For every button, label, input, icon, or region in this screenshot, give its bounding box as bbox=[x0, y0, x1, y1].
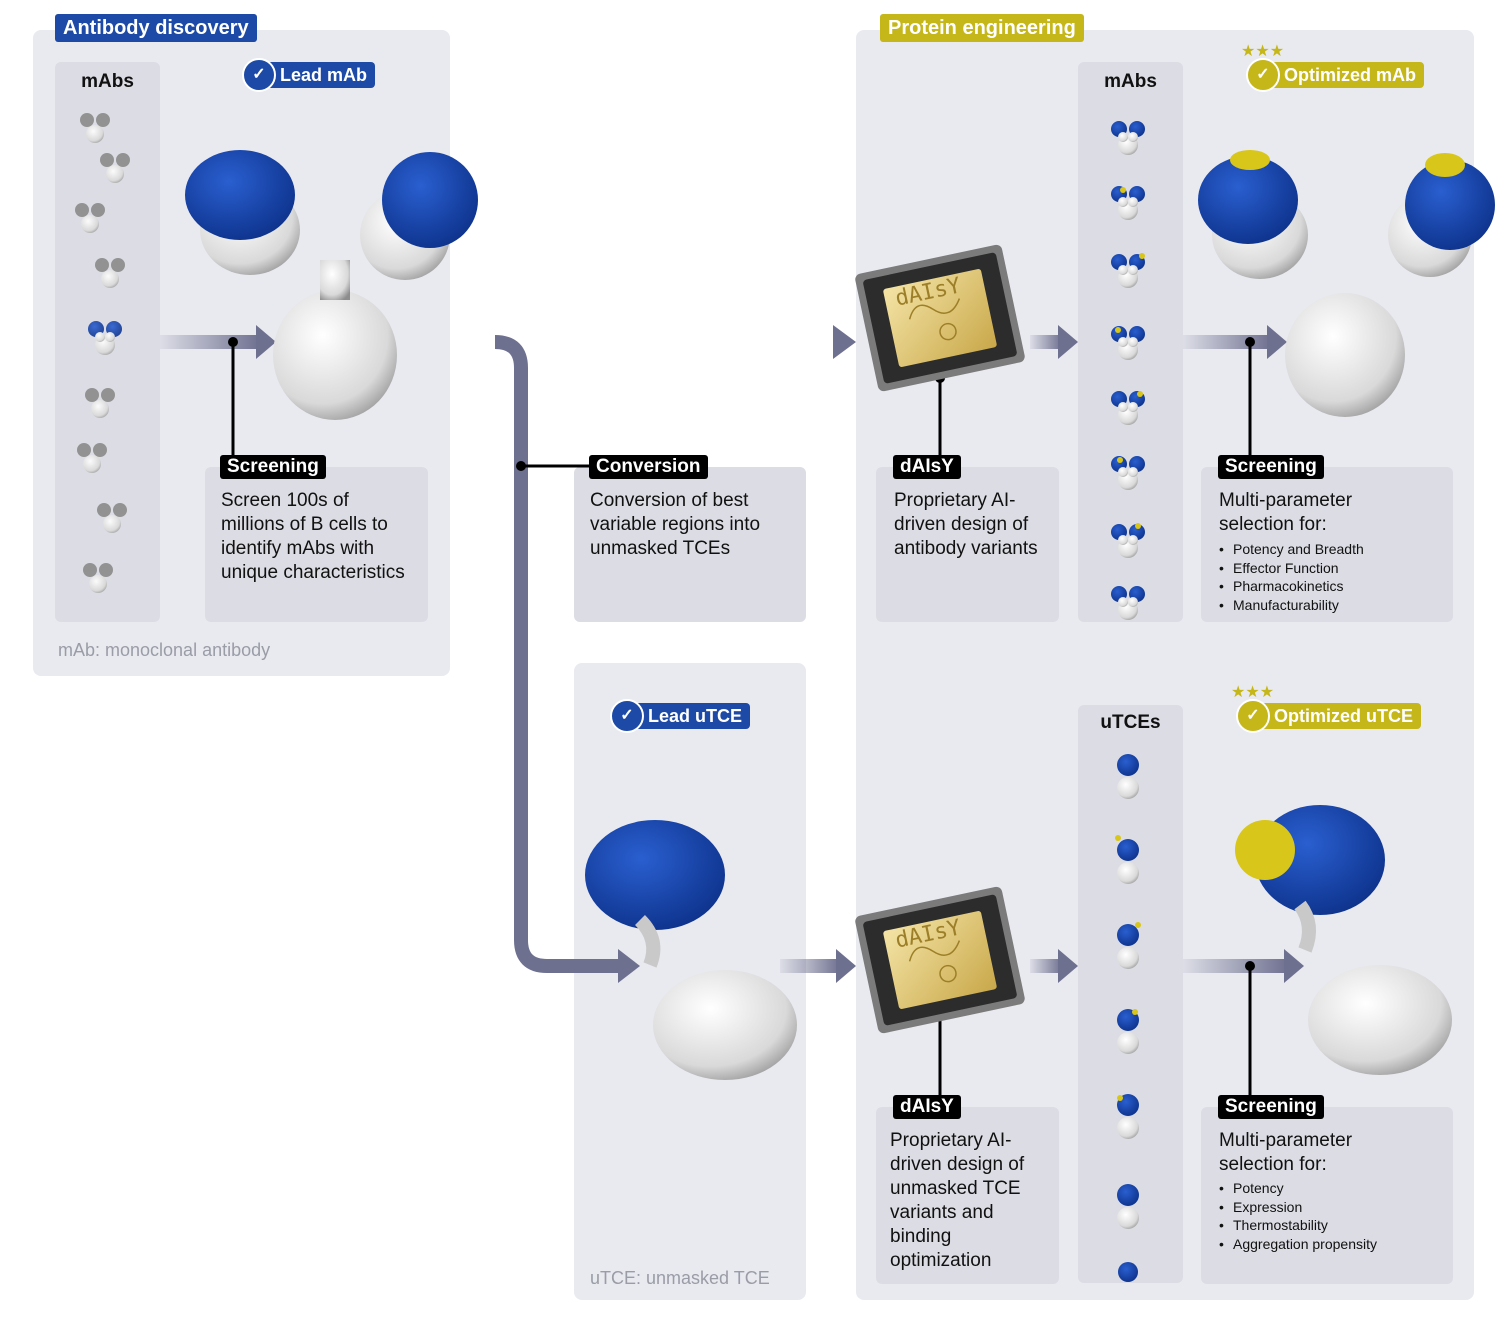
lead-mab-label: Lead mAb bbox=[280, 65, 368, 85]
branch-arrow-shaft bbox=[494, 335, 620, 973]
bullet-item: Thermostability bbox=[1219, 1216, 1377, 1235]
bullet-item: Effector Function bbox=[1219, 559, 1364, 578]
optimized-mab-badge: ✓ Optimized mAb bbox=[1246, 58, 1425, 92]
daisy-mab-description: Proprietary AI-driven design of antibody… bbox=[894, 490, 1038, 559]
screening-mab-intro: Multi-parameter selection for: bbox=[1219, 490, 1353, 535]
engineering-mab-column-title: mAbs bbox=[1104, 71, 1157, 92]
discovery-arrow-head bbox=[256, 325, 276, 359]
optimized-utce-badge: ✓ Optimized uTCE bbox=[1236, 699, 1421, 733]
daisy-utce-description-box bbox=[876, 1107, 1059, 1284]
ribbon-check-icon: ✓ bbox=[1246, 58, 1280, 92]
bullet-item: Aggregation propensity bbox=[1219, 1235, 1377, 1254]
lead-utce-structure bbox=[585, 820, 797, 1080]
conversion-tag: Conversion bbox=[589, 455, 708, 479]
discovery-description: Screen 100s of millions of B cells to id… bbox=[221, 490, 405, 583]
discovery-description-box bbox=[205, 467, 428, 622]
ribbon-check-icon: ✓ bbox=[242, 58, 276, 92]
utce-footnote: uTCE: unmasked TCE bbox=[590, 1268, 770, 1288]
screening-mab-tag: Screening bbox=[1218, 455, 1324, 479]
bullet-item: Manufacturability bbox=[1219, 596, 1364, 615]
daisy-utce-description: Proprietary AI-driven design of unmasked… bbox=[890, 1130, 1025, 1271]
daisy-mab-tag: dAIsY bbox=[893, 455, 961, 479]
daisy-chip-utce bbox=[853, 884, 1027, 1036]
star-icon: ★★★ ★★★ bbox=[1231, 41, 1284, 701]
branch-arrow-head bbox=[618, 949, 640, 983]
daisy-utce-tag: dAIsY bbox=[893, 1095, 961, 1119]
discovery-mab-library bbox=[75, 113, 130, 593]
daisy-chip-mab bbox=[853, 242, 1027, 394]
engineered-mab-variants bbox=[1111, 121, 1145, 620]
utce-column-title: uTCEs bbox=[1100, 712, 1161, 733]
screening-utce-bullets: Potency Expression Thermostability Aggre… bbox=[1219, 1179, 1377, 1253]
conversion-description: Conversion of best variable regions into… bbox=[590, 490, 761, 559]
screening-mab-bullets: Potency and Breadth Effector Function Ph… bbox=[1219, 540, 1364, 614]
ribbon-check-icon: ✓ bbox=[610, 699, 644, 733]
svg-text:★★★: ★★★ bbox=[1241, 41, 1284, 60]
screening-utce-intro: Multi-parameter selection for: bbox=[1219, 1130, 1353, 1175]
antibody-discovery-title: Antibody discovery bbox=[55, 14, 257, 42]
optimized-mab-structure bbox=[1198, 150, 1495, 417]
bullet-item: Potency bbox=[1219, 1179, 1377, 1198]
discovery-column-title: mAbs bbox=[81, 71, 134, 92]
optimized-utce-label: Optimized uTCE bbox=[1274, 706, 1413, 726]
ribbon-check-icon: ✓ bbox=[1236, 699, 1270, 733]
screening-utce-tag: Screening bbox=[1218, 1095, 1324, 1119]
lead-utce-badge: ✓ Lead uTCE bbox=[610, 699, 751, 733]
optimized-utce-structure bbox=[1235, 805, 1452, 1075]
main-arrow-head bbox=[833, 325, 856, 359]
daisy-mab-description-box bbox=[876, 467, 1059, 622]
conversion-description-box bbox=[574, 467, 806, 622]
discovery-arrow-shaft bbox=[160, 335, 260, 349]
svg-text:★★★: ★★★ bbox=[1231, 682, 1274, 701]
bullet-item: Pharmacokinetics bbox=[1219, 577, 1364, 596]
mab-footnote: mAb: monoclonal antibody bbox=[58, 640, 271, 660]
lead-mab-structure bbox=[185, 150, 478, 420]
protein-engineering-title: Protein engineering bbox=[880, 14, 1084, 42]
lead-mab-badge: ✓ Lead mAb bbox=[242, 58, 376, 92]
lead-utce-label: Lead uTCE bbox=[648, 706, 743, 726]
optimized-mab-label: Optimized mAb bbox=[1284, 65, 1417, 85]
discovery-screening-tag: Screening bbox=[220, 455, 326, 479]
bullet-item: Potency and Breadth bbox=[1219, 540, 1364, 559]
engineered-utce-variants bbox=[1115, 754, 1141, 1282]
bullet-item: Expression bbox=[1219, 1198, 1377, 1217]
